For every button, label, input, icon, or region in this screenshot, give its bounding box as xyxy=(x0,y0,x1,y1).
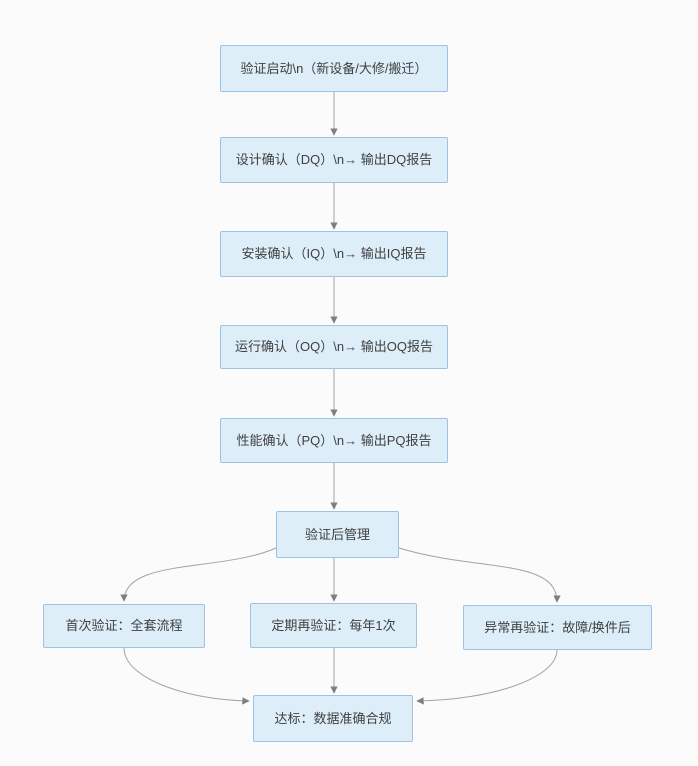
connector-post-abnormal xyxy=(398,547,561,603)
node-compliance-target: 达标：数据准确合规 xyxy=(253,695,413,742)
node-design-qualification: 设计确认（DQ）\n→ 输出DQ报告 xyxy=(220,137,448,183)
connector-first-target xyxy=(123,647,250,705)
node-abnormal-revalidation: 异常再验证：故障/换件后 xyxy=(463,605,652,650)
node-initial-validation: 首次验证：全套流程 xyxy=(43,604,205,648)
node-post-validation-management: 验证后管理 xyxy=(276,511,399,558)
node-installation-qualification: 安装确认（IQ）\n→ 输出IQ报告 xyxy=(220,231,448,277)
node-periodic-revalidation: 定期再验证：每年1次 xyxy=(250,603,417,648)
node-validation-start: 验证启动\n（新设备/大修/搬迁） xyxy=(220,45,448,92)
node-operational-qualification: 运行确认（OQ）\n→ 输出OQ报告 xyxy=(220,325,448,369)
connector-abnormal-target xyxy=(416,649,558,705)
connector-post-first xyxy=(120,547,277,602)
node-performance-qualification: 性能确认（PQ）\n→ 输出PQ报告 xyxy=(220,418,448,463)
